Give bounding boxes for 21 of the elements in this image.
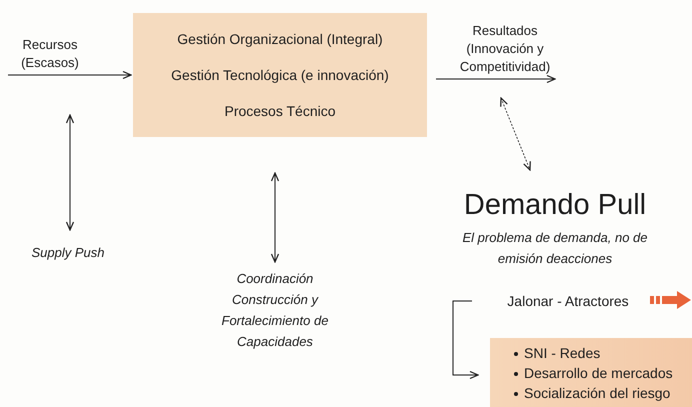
bullet-item: Socialización del riesgo: [514, 382, 692, 402]
text-label: Supply Push: [32, 244, 104, 262]
text-label: Procesos Técnico: [224, 102, 336, 120]
arrow: [66, 114, 74, 231]
arrow: [436, 74, 556, 84]
arrow: [270, 172, 280, 263]
text-label: Gestión Tecnológica (e innovación): [171, 66, 389, 85]
process-box: [133, 13, 427, 137]
list-box: [490, 338, 692, 407]
heading: Demando Pull: [464, 188, 646, 223]
text-label: Gestión Organizacional (Integral): [177, 30, 383, 49]
arrow: [452, 300, 479, 380]
bullet-item: Desarrollo de mercados: [514, 362, 692, 382]
text-label: Resultados (Innovación y Competitividad): [458, 22, 552, 76]
bullet-item: SNI - Redes: [514, 342, 692, 362]
arrow: [500, 97, 531, 171]
text-label: Jalonar - Atractores: [507, 292, 629, 310]
text-label: Coordinación Construcción y Fortalecimiento de Capacidades: [220, 270, 330, 351]
text-label: Recursos (Escasos): [20, 36, 80, 72]
text-label: El problema de demanda, no de emisión deacciones: [462, 229, 648, 268]
arrow: [8, 70, 132, 80]
